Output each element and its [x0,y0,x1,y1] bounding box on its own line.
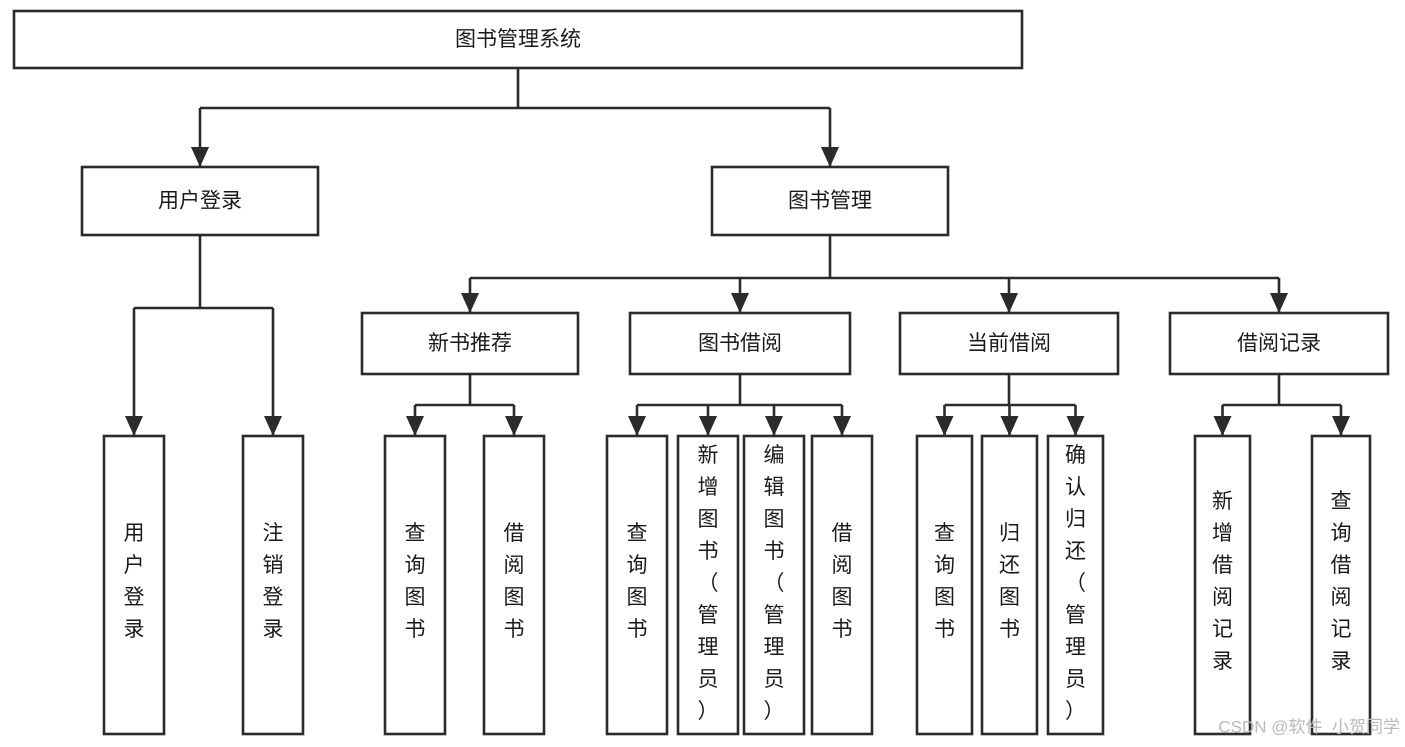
node-box-new-book-rec[interactable] [360,311,580,376]
node-label-current-borrow: 当前借阅 [967,332,1051,355]
node-label-leaf-user-logout: 注销登录 [263,522,284,641]
node-label-leaf-borrow-query: 查询图书 [627,522,648,641]
arrow-icon-leaf-borrow-query [628,416,646,436]
edge-group-root [191,68,839,167]
node-label-leaf-cur-query: 查询图书 [934,522,955,641]
edge-group-user-login [125,235,282,436]
node-box-book-manage[interactable] [710,165,950,237]
node-box-book-borrow[interactable] [628,311,852,376]
node-leaf-rec-add[interactable]: 新增借阅记录 [1193,434,1252,736]
node-box-leaf-cur-return[interactable] [980,434,1039,736]
node-current-borrow[interactable]: 当前借阅 [898,311,1120,376]
edge-group-borrow-record [1213,374,1350,436]
node-label-leaf-cur-return: 归还图书 [999,522,1020,641]
connector-layer [125,68,1350,436]
arrow-icon-book-borrow [731,293,749,313]
csdn-watermark: CSDN @软件_小贺同学 [1218,717,1400,736]
node-box-leaf-rec-query[interactable] [383,434,447,736]
node-root[interactable]: 图书管理系统 [12,9,1024,70]
edge-group-new-book-rec [406,374,523,436]
node-label-book-borrow: 图书借阅 [698,332,782,355]
node-label-root: 图书管理系统 [455,28,581,51]
node-box-leaf-user-logout[interactable] [241,434,305,736]
node-box-leaf-borrow-lend[interactable] [810,434,874,736]
arrow-icon-leaf-cur-query [935,416,954,436]
node-leaf-rec-search[interactable]: 查询借阅记录 [1310,434,1372,736]
node-label-leaf-cur-confirm: 确认归还（管理员） [1065,444,1086,723]
arrow-icon-leaf-borrow-lend [833,416,851,436]
arrow-icon-leaf-cur-return [1000,416,1019,436]
node-label-book-manage: 图书管理 [788,190,872,213]
node-box-leaf-cur-confirm[interactable] [1046,434,1105,736]
node-box-leaf-borrow-add[interactable] [676,434,740,736]
node-box-leaf-rec-search[interactable] [1310,434,1372,736]
node-label-leaf-rec-add: 新增借阅记录 [1212,490,1233,673]
node-borrow-record[interactable]: 借阅记录 [1168,311,1390,376]
edge-group-current-borrow [935,374,1085,436]
node-box-user-login[interactable] [80,165,320,237]
arrow-icon-leaf-borrow-add [699,416,717,436]
node-box-leaf-rec-add[interactable] [1193,434,1252,736]
node-label-leaf-rec-search: 查询借阅记录 [1331,490,1352,673]
node-label-leaf-rec-borrow: 借阅图书 [504,522,525,641]
node-label-leaf-borrow-edit: 编辑图书（管理员） [764,444,785,723]
node-leaf-cur-confirm[interactable]: 确认归还（管理员） [1046,434,1105,736]
node-label-new-book-rec: 新书推荐 [428,332,512,355]
node-leaf-rec-query[interactable]: 查询图书 [383,434,447,736]
arrow-icon-leaf-borrow-edit [765,416,783,436]
edge-group-book-manage [461,235,1288,313]
arrow-icon-leaf-rec-query [406,416,424,436]
node-box-leaf-user-login[interactable] [102,434,166,736]
node-label-leaf-user-login: 用户登录 [124,522,145,641]
node-box-current-borrow[interactable] [898,311,1120,376]
arrow-icon-leaf-rec-borrow [505,416,523,436]
node-label-leaf-borrow-lend: 借阅图书 [832,522,853,641]
arrow-icon-borrow-record [1270,293,1288,313]
arrow-icon-book-manage [821,147,839,167]
node-leaf-borrow-edit[interactable]: 编辑图书（管理员） [742,434,806,736]
arrow-icon-user-login [191,147,209,167]
arrow-icon-new-book-rec [461,293,479,313]
node-box-borrow-record[interactable] [1168,311,1390,376]
arrow-icon-leaf-user-logout [264,416,282,436]
node-new-book-rec[interactable]: 新书推荐 [360,311,580,376]
arrow-icon-leaf-user-login [125,416,143,436]
node-layer: 图书管理系统用户登录图书管理新书推荐图书借阅当前借阅借阅记录用户登录注销登录查询… [12,9,1390,736]
node-box-leaf-borrow-query[interactable] [605,434,669,736]
arrow-icon-leaf-cur-confirm [1066,416,1085,436]
node-label-leaf-borrow-add: 新增图书（管理员） [698,444,719,723]
node-leaf-rec-borrow[interactable]: 借阅图书 [482,434,546,736]
node-box-leaf-borrow-edit[interactable] [742,434,806,736]
node-leaf-borrow-query[interactable]: 查询图书 [605,434,669,736]
node-book-borrow[interactable]: 图书借阅 [628,311,852,376]
node-label-borrow-record: 借阅记录 [1237,332,1321,355]
node-leaf-user-logout[interactable]: 注销登录 [241,434,305,736]
node-leaf-cur-query[interactable]: 查询图书 [915,434,974,736]
node-label-leaf-rec-query: 查询图书 [405,522,426,641]
node-box-root[interactable] [12,9,1024,70]
arrow-icon-leaf-rec-add [1213,416,1232,436]
arrow-icon-current-borrow [1000,293,1018,313]
node-leaf-borrow-add[interactable]: 新增图书（管理员） [676,434,740,736]
node-label-user-login: 用户登录 [158,190,242,213]
node-book-manage[interactable]: 图书管理 [710,165,950,237]
arrow-icon-leaf-rec-search [1332,416,1350,436]
node-box-leaf-rec-borrow[interactable] [482,434,546,736]
node-leaf-user-login[interactable]: 用户登录 [102,434,166,736]
node-leaf-borrow-lend[interactable]: 借阅图书 [810,434,874,736]
node-box-leaf-cur-query[interactable] [915,434,974,736]
edge-group-book-borrow [628,374,851,436]
node-user-login[interactable]: 用户登录 [80,165,320,237]
node-leaf-cur-return[interactable]: 归还图书 [980,434,1039,736]
